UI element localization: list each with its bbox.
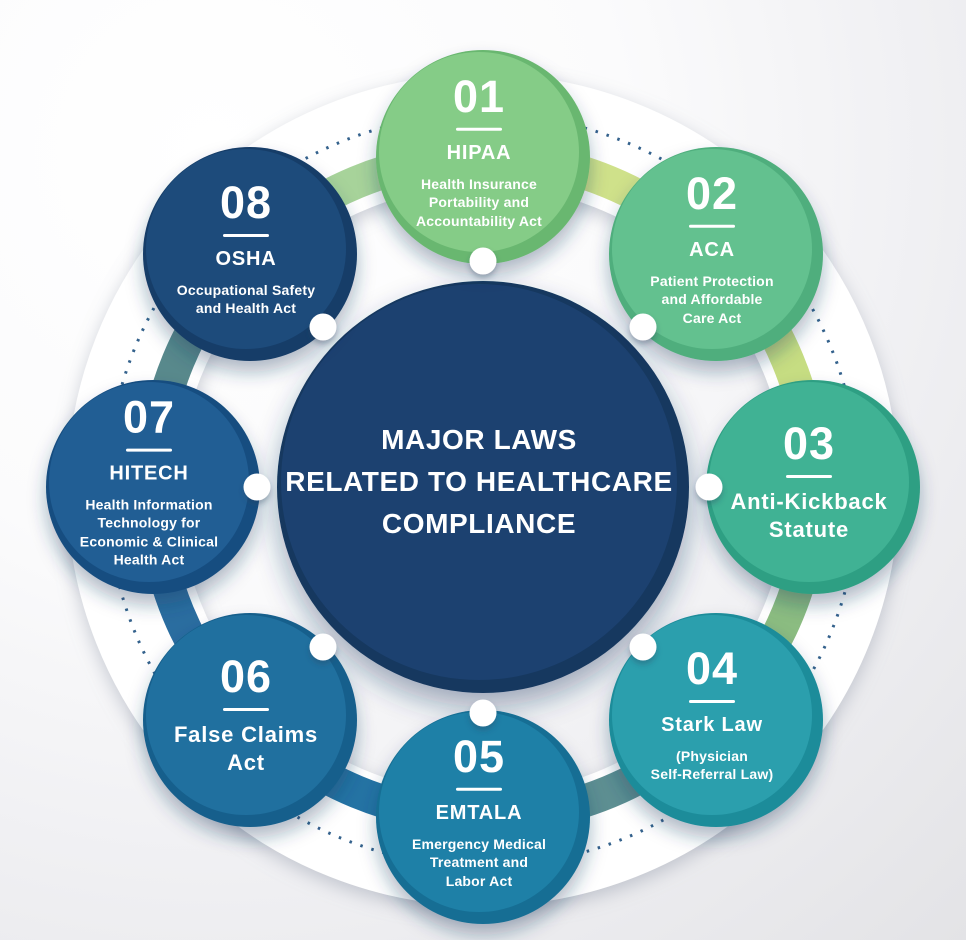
connector-dots <box>243 247 723 727</box>
connector-dot-ne <box>629 313 657 341</box>
circle-07-face <box>49 382 249 582</box>
satellite-circle-08 <box>143 147 357 361</box>
circle-06-face <box>146 615 346 815</box>
center-circle <box>277 281 689 693</box>
satellite-circle-06 <box>143 613 357 827</box>
connector-dot-se <box>629 633 657 661</box>
circle-01-face <box>379 52 579 252</box>
connector-dot-n <box>469 247 497 275</box>
center-circle-face <box>281 284 677 680</box>
circle-04-face <box>612 615 812 815</box>
satellite-circle-02 <box>609 147 823 361</box>
satellite-circle-01 <box>376 50 590 264</box>
satellite-circle-05 <box>376 710 590 924</box>
connector-dot-e <box>695 473 723 501</box>
connector-dot-w <box>243 473 271 501</box>
connector-dot-sw <box>309 633 337 661</box>
connector-dot-s <box>469 699 497 727</box>
circle-03-face <box>709 382 909 582</box>
circle-02-face <box>612 149 812 349</box>
circle-08-face <box>146 149 346 349</box>
circle-05-face <box>379 712 579 912</box>
satellite-circle-04 <box>609 613 823 827</box>
satellite-circle-07 <box>46 380 260 594</box>
connector-dot-nw <box>309 313 337 341</box>
satellite-circle-03 <box>706 380 920 594</box>
